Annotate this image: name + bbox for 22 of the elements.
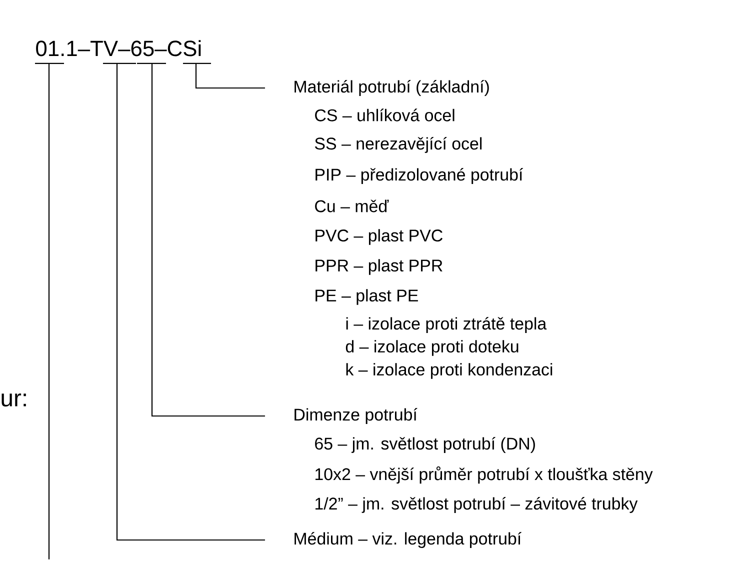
leader-line [34, 62, 65, 560]
leader-line [182, 62, 266, 89]
list-item: SS – nerezavějící ocel [314, 137, 482, 153]
list-item: CS – uhlíková ocel [315, 108, 454, 122]
pipe-code: 01.1–TV–65–CSi [36, 40, 201, 56]
list-item: PE – plast PE [316, 289, 418, 305]
heading-text: Dimenze potrubí [294, 408, 418, 424]
list-item: d – izolace proti doteku [346, 340, 518, 356]
leader-line [136, 62, 266, 417]
list-item: PVC – plast PVC [316, 229, 442, 245]
list-item: i – izolace proti ztrátě tepla [346, 317, 547, 333]
leader-line [102, 62, 266, 541]
heading-text: Médium – viz. legenda potrubí [294, 532, 522, 548]
label-text: ur: [2, 393, 26, 407]
heading-text: Materiál potrubí (základní) [294, 80, 489, 96]
list-item: PPR – plast PPR [316, 259, 442, 275]
list-item: 10x2 – vnější průměr potrubí x tloušťka stěny [316, 466, 653, 484]
list-item: 1/2” – jm. světlost potrubí – závitové trubky [316, 497, 638, 513]
list-item: 65 – jm. světlost potrubí (DN) [315, 437, 535, 453]
list-item: Cu – měď [315, 200, 389, 212]
list-item: k – izolace proti kondenzaci [346, 363, 552, 379]
list-item: PIP – předizolované potrubí [316, 168, 524, 184]
